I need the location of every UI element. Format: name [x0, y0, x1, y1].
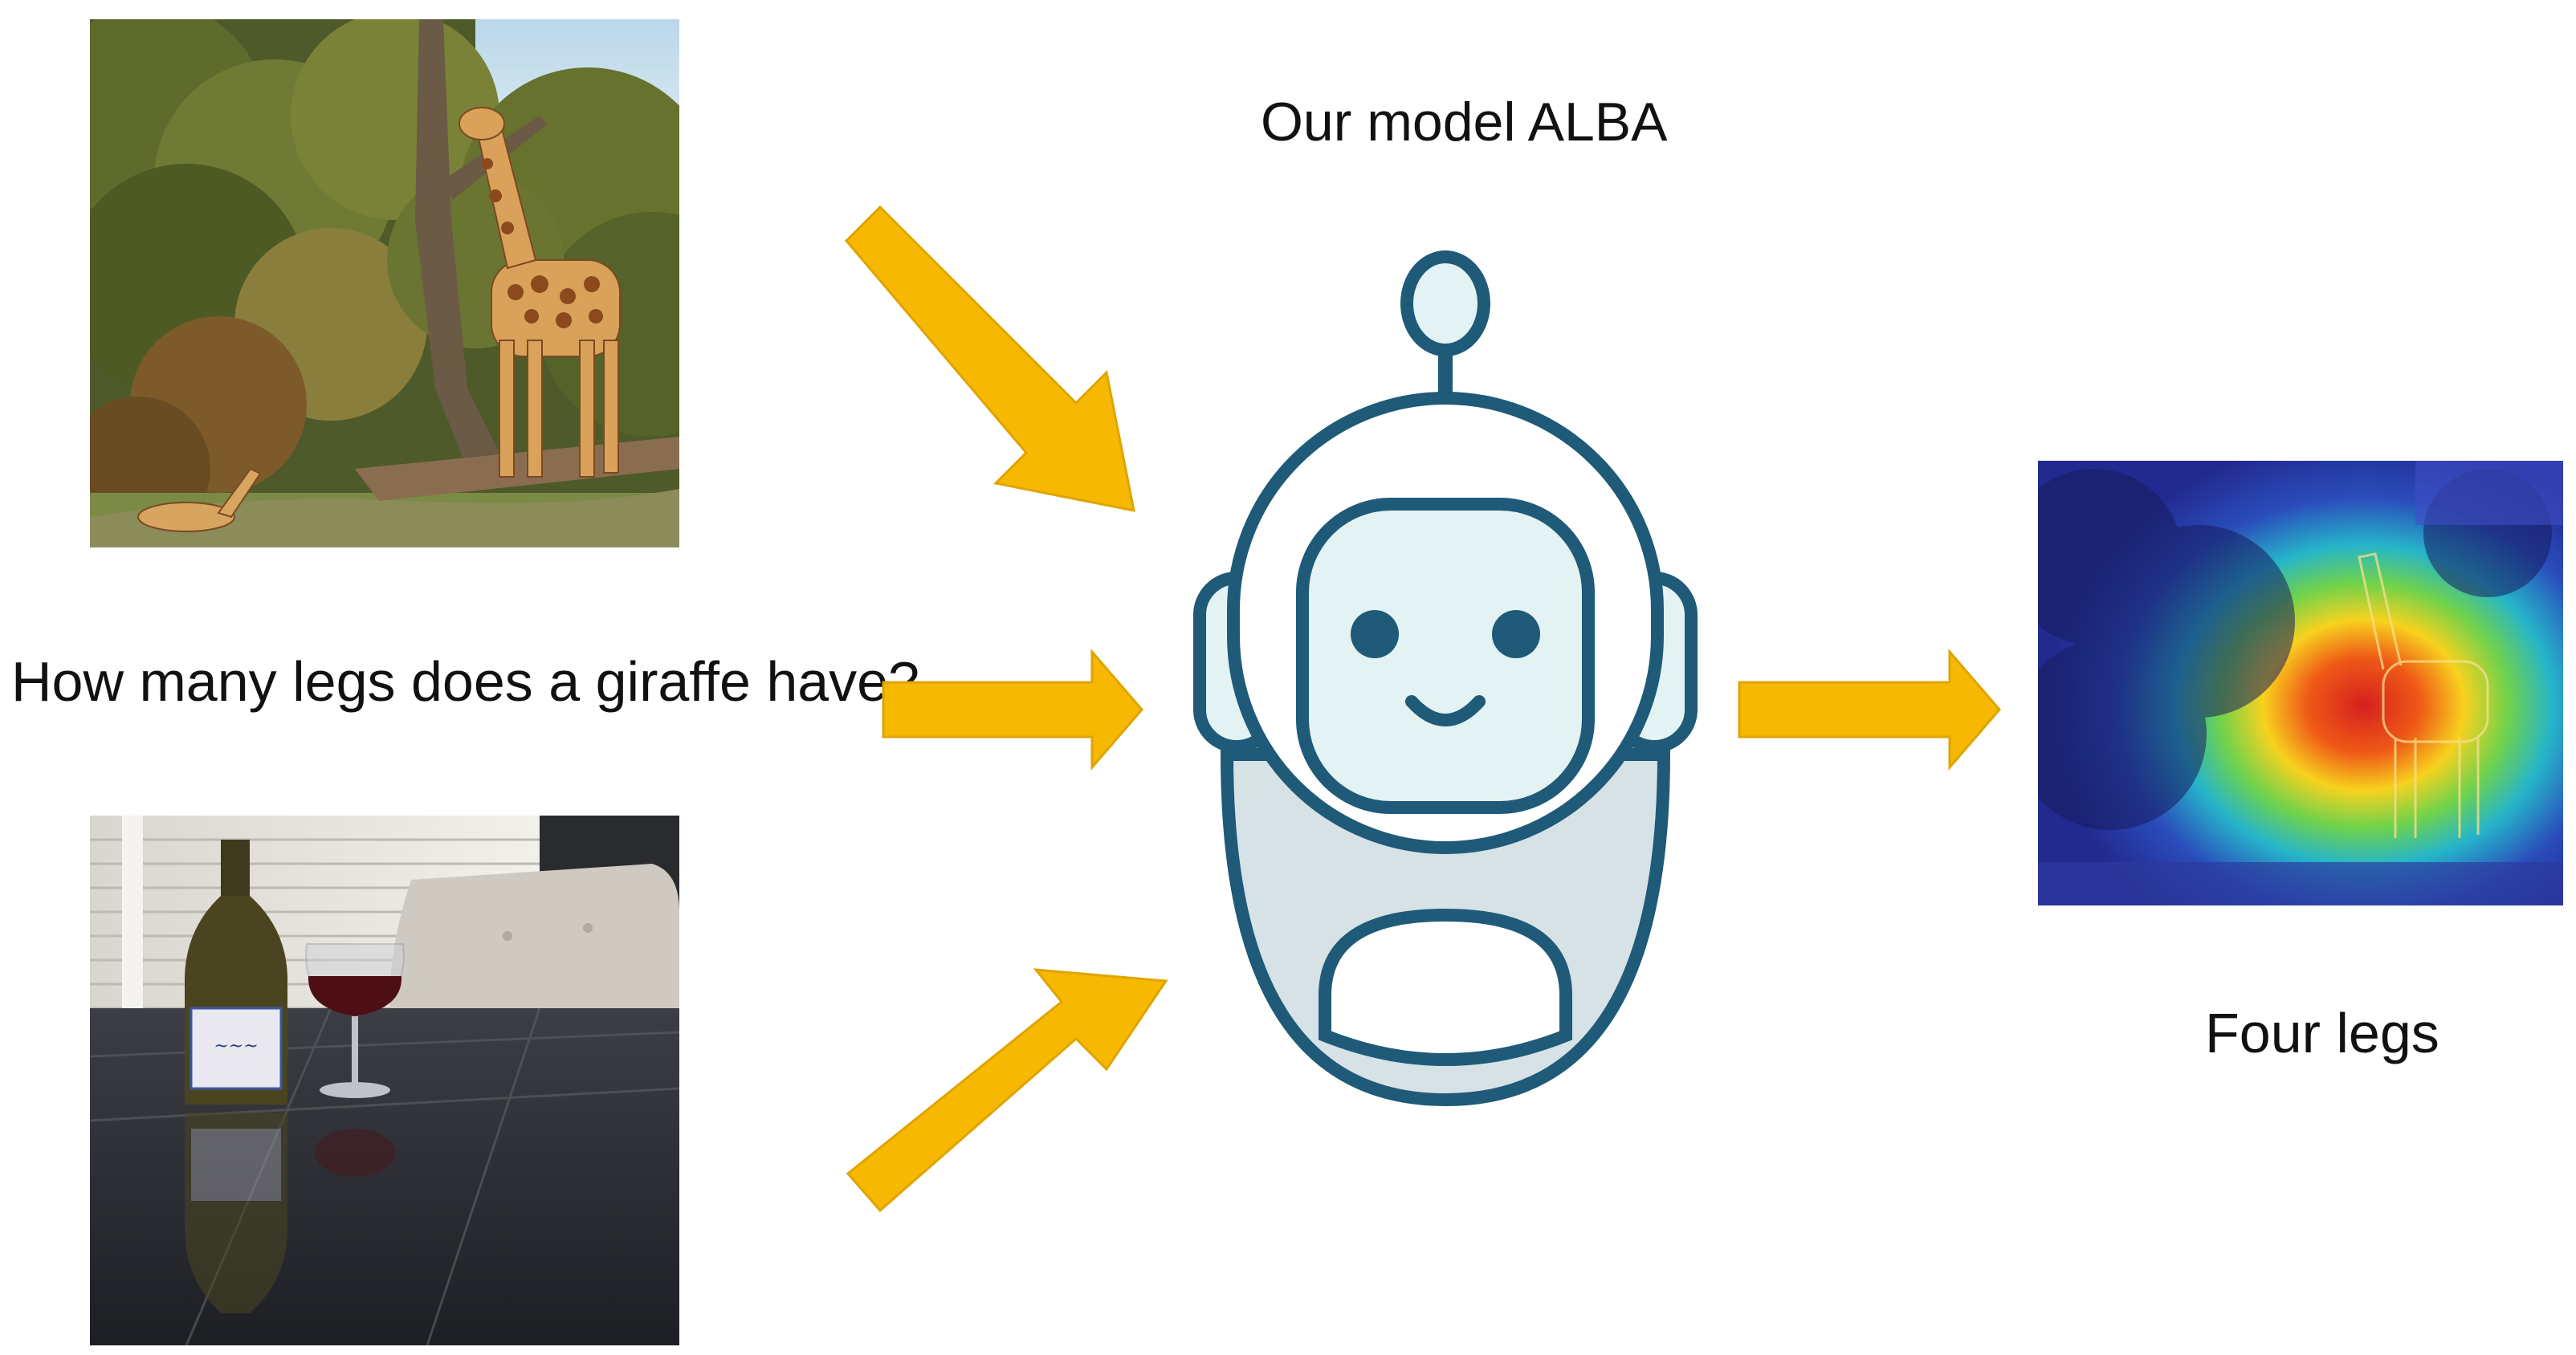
robot-icon [1193, 250, 1698, 1107]
question-text: How many legs does a giraffe have? [11, 650, 920, 713]
svg-text:~~~: ~~~ [214, 1036, 258, 1056]
model-title: Our model ALBA [1261, 92, 1668, 153]
giraffe-input-image [90, 19, 679, 547]
arrow-wine-to-model [846, 968, 1168, 1213]
arrow-image-to-model [844, 205, 1135, 512]
attention-heatmap-image [2038, 461, 2563, 905]
arrow-model-to-output [1738, 648, 2001, 771]
wine-input-image: ~~~ [90, 816, 679, 1345]
arrow-question-to-model [882, 648, 1143, 771]
answer-text: Four legs [2205, 1002, 2439, 1064]
